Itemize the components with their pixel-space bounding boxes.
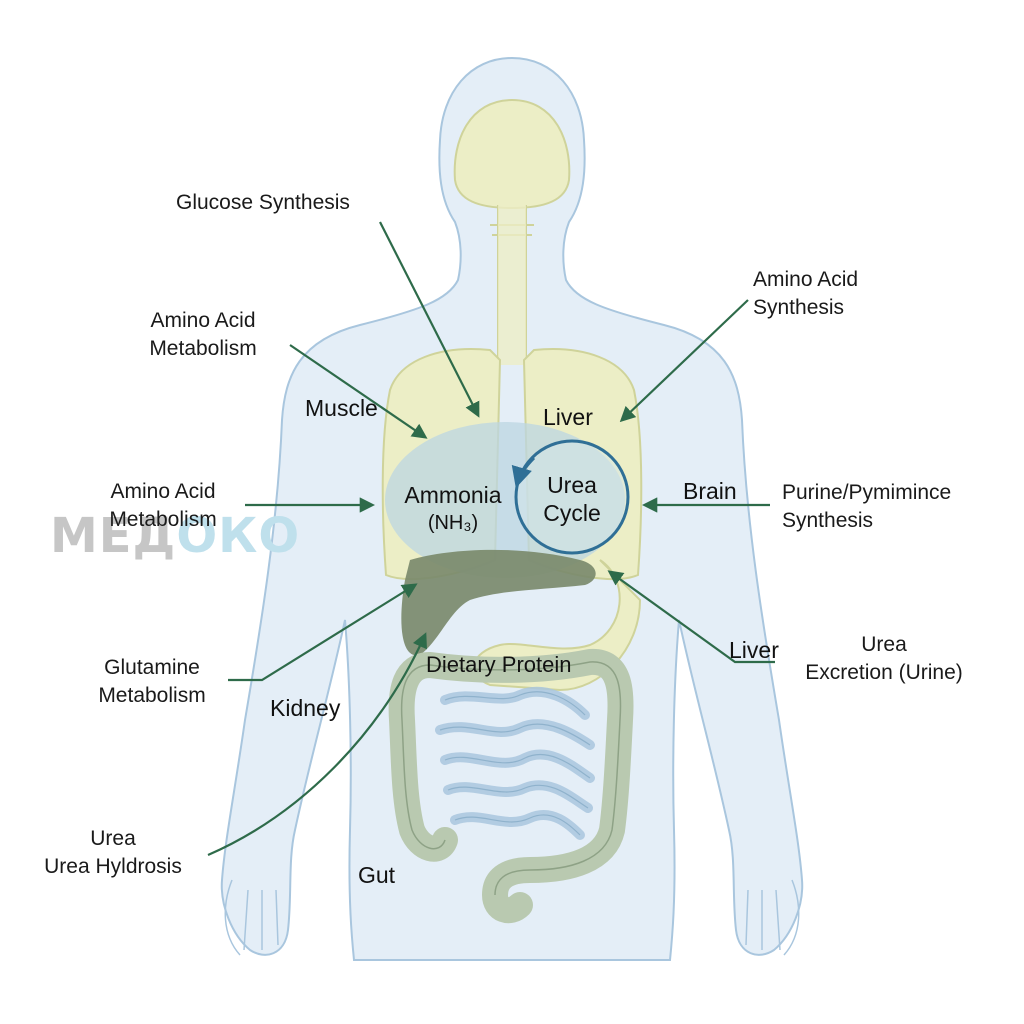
line-1: Amino Acid [110,480,216,503]
organ-label-muscle: Muscle [305,395,378,421]
organ-label-liver-lower: Liver [729,637,779,663]
watermark-right: ОКО [176,508,301,564]
right-hand [745,879,800,956]
organ-label-liver-upper: Liver [543,404,593,430]
left-hand [224,879,279,956]
arrow-amino-acid-metabolism-top [289,344,428,439]
line-1: Amino Acid [753,268,859,291]
large-intestine-outline [400,661,622,896]
trachea [498,205,526,365]
arrow-urea-excretion [607,570,775,664]
line-1: Purine/Pymimince [782,481,952,504]
ammonia-formula: (NH₃) [427,512,479,534]
urea-cycle-circle [514,439,630,555]
organ-label-brain: Brain [683,478,737,504]
watermark-logo: МЕДОКО [50,508,300,564]
line-2: Cycle [543,500,601,526]
arrow-glucose-synthesis [379,221,480,418]
arrow-urea-hydrolysis [207,632,427,857]
urea-cycle-arrow [511,456,536,489]
organ-label-dietary-protein: Dietary Protein [426,652,572,677]
label-glucose-synthesis: Glucose Synthesis [176,191,350,214]
ammonia-label: Ammonia (NH₃) [388,481,518,537]
line-2: Urea Hyldrosis [44,855,182,878]
line-1: Urea [90,827,136,850]
line-2: Metabolism [149,337,257,360]
line-1: Amino Acid [150,309,256,332]
line-2: Synthesis [782,509,874,532]
small-intestine-lines [439,691,591,836]
line-2: Excretion (Urine) [805,661,963,684]
annotation-arrows [207,221,775,857]
arrow-glutamine-metabolism [228,583,418,682]
ammonia-text: Ammonia [404,482,502,508]
line-2: Metabolism [109,508,217,531]
line-2: Synthesis [753,296,845,319]
liver-organ [401,549,596,656]
line-1: Urea [547,472,597,498]
watermark-left: МЕД [50,508,177,564]
line-2: Metabolism [98,684,206,707]
line-1: Urea [861,633,907,656]
organ-label-gut: Gut [358,862,396,888]
line-1: Glutamine [104,656,200,679]
arrow-amino-acid-synthesis [619,299,749,423]
organ-label-kidney: Kidney [270,695,341,721]
